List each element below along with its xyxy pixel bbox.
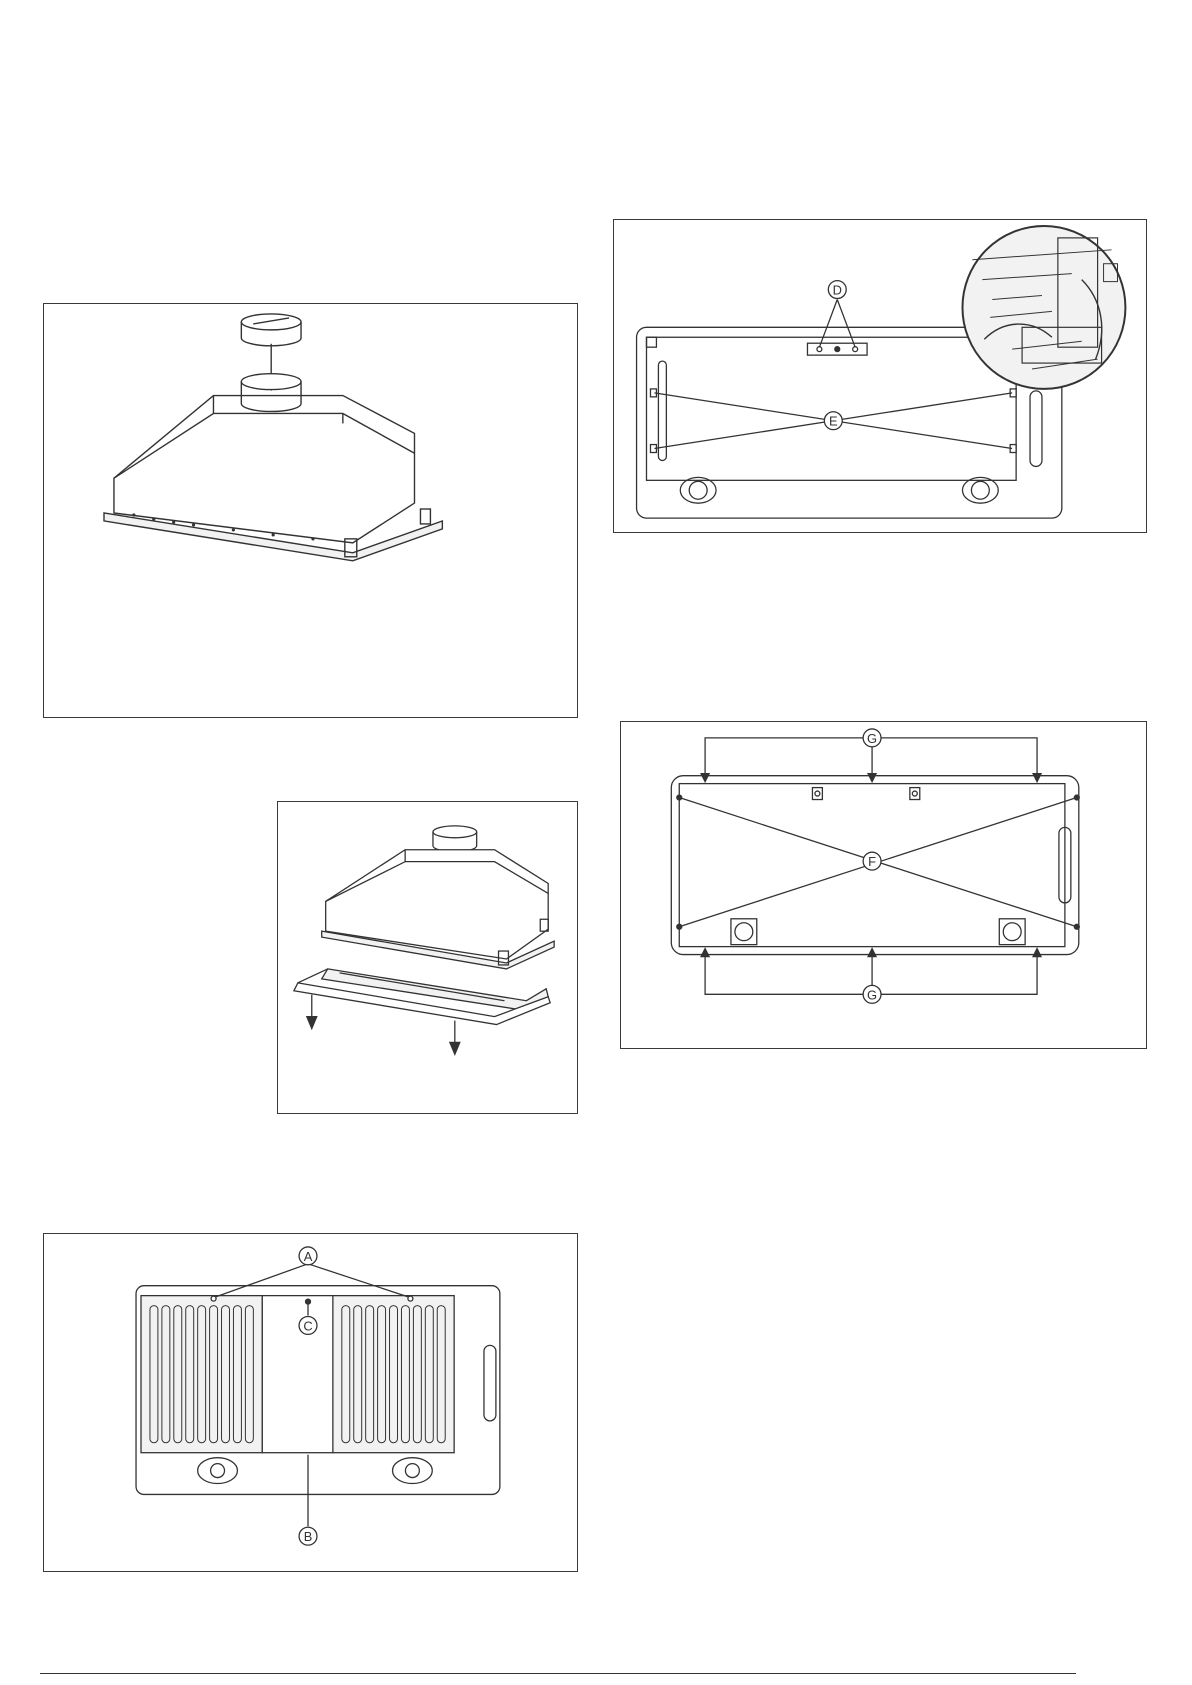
label-a: A [304,1249,313,1264]
hood-duct-illustration [44,304,577,717]
liner-fixing-illustration: F G G [621,722,1146,1048]
footer-rule [40,1673,1076,1674]
underside-filters-illustration: A C B [44,1234,577,1571]
figure-underside-inner: D E [613,219,1147,533]
liner-separation-illustration [278,802,577,1113]
figure-duct-fitting [43,303,578,718]
label-b: B [304,1529,313,1544]
label-g-bottom: G [867,987,877,1002]
figure-liner-separation [277,801,578,1114]
label-g-top: G [867,731,877,746]
label-e: E [829,414,838,429]
figure-liner-fixing: F G G [620,721,1147,1049]
underside-inner-illustration: D E [614,220,1146,532]
figure-underside-filters: A C B [43,1233,578,1572]
label-d: D [833,283,842,298]
label-c: C [303,1318,312,1333]
label-f: F [868,854,876,869]
